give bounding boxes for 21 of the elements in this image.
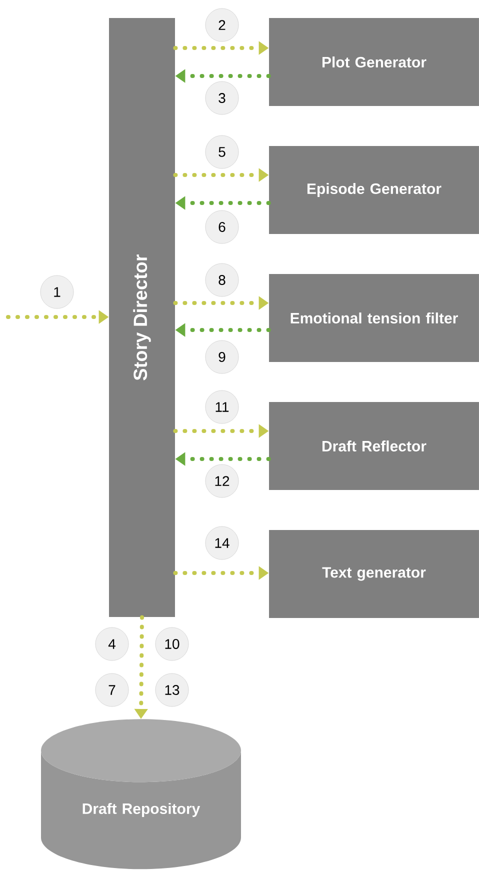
edge-label: 14 bbox=[205, 526, 239, 560]
process-box: Story Director bbox=[109, 18, 175, 617]
callout-number: 10 bbox=[155, 627, 189, 661]
process-box: Draft Reflector bbox=[269, 402, 479, 490]
edge-label: 9 bbox=[205, 340, 239, 374]
edge-label: 8 bbox=[205, 263, 239, 297]
callout-number: 4 bbox=[95, 627, 129, 661]
process-box: Text generator bbox=[269, 530, 479, 618]
edge-label: 11 bbox=[205, 390, 239, 424]
edge-label: 2 bbox=[205, 8, 239, 42]
process-box: Episode Generator bbox=[269, 146, 479, 234]
edge-label: 6 bbox=[205, 210, 239, 244]
edge-label: 5 bbox=[205, 135, 239, 169]
process-box: Plot Generator bbox=[269, 18, 479, 106]
callout-number: 13 bbox=[155, 673, 189, 707]
edge-label: 12 bbox=[205, 464, 239, 498]
process-box: Emotional tension filter bbox=[269, 274, 479, 362]
edge-label: 3 bbox=[205, 81, 239, 115]
edge-label: 1 bbox=[40, 275, 74, 309]
database-cylinder: Draft Repository bbox=[41, 719, 241, 870]
callout-number: 7 bbox=[95, 673, 129, 707]
